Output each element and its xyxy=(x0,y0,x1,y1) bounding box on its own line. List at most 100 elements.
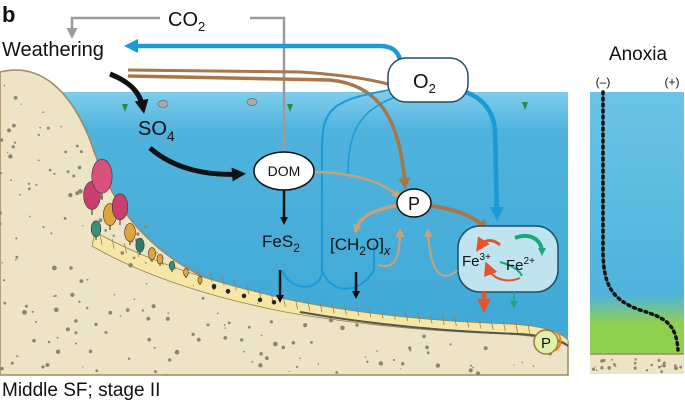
carbonate-brick xyxy=(515,322,518,333)
sediment-grain xyxy=(426,351,430,355)
sediment-grain xyxy=(133,298,136,301)
sediment-grain xyxy=(662,361,666,365)
sediment-grain xyxy=(224,327,226,329)
sediment-grain xyxy=(64,150,67,154)
plant-icon xyxy=(135,237,145,255)
sediment-grain xyxy=(147,337,152,342)
weathering-so4-arrow xyxy=(109,71,149,114)
sediment-grain xyxy=(16,355,19,358)
panel-letter: b xyxy=(2,2,15,27)
sediment-grain xyxy=(32,338,36,343)
sediment-grain xyxy=(54,307,59,313)
sediment-grain xyxy=(75,191,80,196)
plant-icon xyxy=(91,158,113,200)
plant-icon xyxy=(211,283,217,290)
sediment-grain xyxy=(48,168,52,172)
sediment-grain xyxy=(378,361,384,366)
carbonate-brick xyxy=(331,303,335,314)
sediment-grain xyxy=(3,84,6,87)
carbonate-brick xyxy=(111,238,115,249)
sediment-grain xyxy=(153,346,156,349)
sediment-grain xyxy=(243,350,245,353)
p-sediment-node xyxy=(533,329,559,355)
sediment-grain xyxy=(468,368,473,373)
sediment-grain xyxy=(392,358,395,362)
carbonate-brick xyxy=(368,307,372,318)
sediment-grain xyxy=(227,321,231,325)
p-ch2o-arrow xyxy=(352,203,399,234)
anoxia-sediment xyxy=(590,354,684,374)
carbonate-brick xyxy=(295,299,298,310)
fe-cycle-arrow-green xyxy=(514,233,546,256)
sediment-grain xyxy=(95,369,99,373)
sediment-grain xyxy=(37,159,40,162)
sediment-grain xyxy=(13,141,17,144)
sediment-grain xyxy=(47,340,51,344)
sediment-grain xyxy=(216,312,219,315)
sediment-grain xyxy=(53,172,56,175)
sediment-grain xyxy=(449,343,452,346)
sediment-grain xyxy=(175,260,177,263)
sediment-grain xyxy=(601,361,603,363)
carbonate-brick xyxy=(490,319,494,330)
sediment-grain xyxy=(63,217,67,220)
carbonate-brick xyxy=(197,267,201,278)
sediment-grain xyxy=(608,366,610,368)
sediment-grain xyxy=(196,337,201,342)
sediment-grain xyxy=(104,229,107,232)
carbonate-brick xyxy=(344,304,347,315)
sediment-grain xyxy=(20,103,22,105)
sediment-grain xyxy=(78,189,83,194)
sediment-grain xyxy=(7,128,11,133)
carbonate-brick xyxy=(478,318,482,329)
sediment-grain xyxy=(119,315,122,317)
sediment-grain xyxy=(2,279,6,282)
caption: Middle SF; stage II xyxy=(2,380,160,400)
sediment-grain xyxy=(8,154,13,159)
sediment-grain xyxy=(521,361,524,364)
sediment-grain xyxy=(34,320,37,323)
dom-p-arrow xyxy=(311,170,401,199)
fe-cycle-arrow-red-2 xyxy=(484,261,521,282)
plant-icon xyxy=(111,193,129,225)
sediment-grain xyxy=(0,211,2,215)
sediment-grain xyxy=(168,358,172,362)
sediment-grain xyxy=(513,364,515,366)
sediment-grain xyxy=(98,218,103,223)
carbonate-brick xyxy=(502,321,506,332)
fe3-label: Fe3+ xyxy=(462,252,491,270)
sediment-grain xyxy=(594,366,596,368)
weathering-p-arrow xyxy=(127,74,411,190)
carbonate-brick xyxy=(234,280,237,291)
sediment-grain xyxy=(612,363,616,366)
carbonate-brick xyxy=(356,305,360,316)
sediment-grain xyxy=(79,279,84,283)
sediment-grain xyxy=(127,357,131,360)
anoxia-profile-curve xyxy=(601,90,680,352)
sediment-grain xyxy=(151,304,156,309)
sediment-grain xyxy=(256,302,259,304)
sediment-grain xyxy=(206,323,210,327)
co2-arrow-head xyxy=(66,16,160,39)
p-label: P xyxy=(408,194,420,214)
sediment-grain xyxy=(19,193,21,196)
carbonate-brick xyxy=(417,312,421,323)
sediment-grain xyxy=(435,363,441,368)
sediment-grain xyxy=(15,237,18,240)
sediment-grain xyxy=(317,363,320,365)
carbonate-brick xyxy=(405,310,408,322)
carbonate-brick xyxy=(527,323,531,334)
pebble xyxy=(246,98,258,106)
sediment-grain xyxy=(42,111,45,114)
sediment-grain xyxy=(532,365,535,367)
sediment-grain xyxy=(223,336,228,340)
sediment-grain xyxy=(633,361,637,365)
carbonate-brick xyxy=(221,276,225,287)
sediment-grain xyxy=(3,301,7,305)
sediment-grain xyxy=(60,125,62,128)
o2-node xyxy=(387,57,469,103)
dom-label: DOM xyxy=(268,163,301,179)
sediment-grain xyxy=(366,360,369,363)
sediment-grain xyxy=(657,358,661,362)
sediment-grain xyxy=(364,356,367,358)
